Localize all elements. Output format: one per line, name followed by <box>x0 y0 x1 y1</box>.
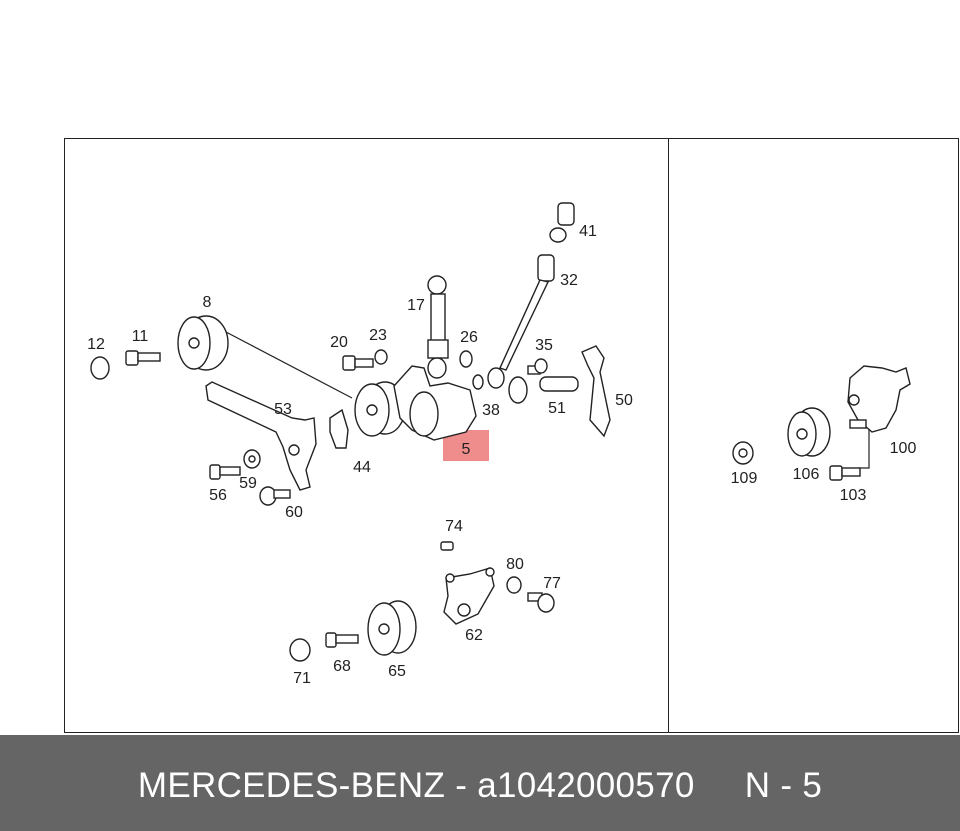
part-bolt-103[interactable] <box>829 465 861 481</box>
label-100: 100 <box>890 440 917 457</box>
part-plug-74[interactable] <box>440 541 454 551</box>
label-8: 8 <box>203 294 212 311</box>
footer-bar <box>0 735 960 831</box>
label-109: 109 <box>731 470 758 487</box>
part-bracket-53[interactable] <box>205 381 317 491</box>
part-housing-100[interactable] <box>847 365 911 433</box>
label-74: 74 <box>445 518 463 535</box>
label-11: 11 <box>132 328 149 345</box>
part-bolt-20[interactable] <box>342 355 374 371</box>
part-bolt-77[interactable] <box>527 592 555 613</box>
part-cap-41[interactable] <box>549 202 575 243</box>
caption-separator: - <box>455 766 468 805</box>
leader-line <box>225 331 353 399</box>
part-bolt-11[interactable] <box>125 350 161 366</box>
part-rod-32[interactable] <box>487 254 555 404</box>
part-pin-51[interactable] <box>539 376 579 392</box>
label-60: 60 <box>285 504 303 521</box>
part-bolt-68[interactable] <box>325 632 359 648</box>
label-56: 56 <box>209 487 227 504</box>
part-cap-12[interactable] <box>90 356 110 380</box>
part-pulley-8[interactable] <box>177 315 229 371</box>
parts-diagram: 8 12 11 20 23 17 26 41 32 35 51 50 38 53… <box>87 202 917 687</box>
position-label: N - 5 <box>744 766 823 805</box>
part-hub-106[interactable] <box>787 407 831 457</box>
label-38: 38 <box>482 402 500 419</box>
label-71: 71 <box>293 670 311 687</box>
part-ring-38[interactable] <box>472 374 484 390</box>
diagram-divider <box>668 138 669 733</box>
part-nut-109[interactable] <box>732 441 754 465</box>
part-tensioner-5[interactable] <box>393 365 477 441</box>
label-51: 51 <box>548 400 566 417</box>
part-washer-80[interactable] <box>506 576 522 594</box>
label-12: 12 <box>87 336 105 353</box>
part-pulley-65[interactable] <box>367 600 417 656</box>
label-32: 32 <box>560 272 578 289</box>
label-53: 53 <box>274 401 292 418</box>
label-62: 62 <box>465 627 483 644</box>
part-washer-23[interactable] <box>374 349 388 365</box>
part-washer-26[interactable] <box>459 350 473 368</box>
label-23: 23 <box>369 327 387 344</box>
part-gasket-44[interactable] <box>329 408 349 449</box>
label-68: 68 <box>333 658 351 675</box>
label-41: 41 <box>579 223 597 240</box>
footer-caption: MERCEDES-BENZ - a1042000570 N - 5 <box>0 766 960 806</box>
label-50: 50 <box>615 392 633 409</box>
label-5-highlighted: 5 <box>462 441 471 458</box>
label-26: 26 <box>460 329 478 346</box>
part-cap-71[interactable] <box>289 638 311 662</box>
label-35: 35 <box>535 337 553 354</box>
label-103: 103 <box>840 487 867 504</box>
leader-line <box>858 420 870 469</box>
label-80: 80 <box>506 556 524 573</box>
part-number: a1042000570 <box>477 766 695 805</box>
brand-name: MERCEDES-BENZ <box>137 766 446 805</box>
label-65: 65 <box>388 663 406 680</box>
label-17: 17 <box>407 297 425 314</box>
part-bolt-35[interactable] <box>527 358 548 375</box>
part-bolt-56[interactable] <box>209 464 241 480</box>
part-bracket-50[interactable] <box>581 345 611 438</box>
label-44: 44 <box>353 459 371 476</box>
part-bracket-62[interactable] <box>443 567 495 625</box>
label-59: 59 <box>239 475 257 492</box>
part-damper-17[interactable] <box>427 275 449 379</box>
label-77: 77 <box>543 575 561 592</box>
part-bolt-60[interactable] <box>259 486 291 506</box>
part-washer-59[interactable] <box>243 449 261 469</box>
label-20: 20 <box>330 334 348 351</box>
label-106: 106 <box>793 466 820 483</box>
